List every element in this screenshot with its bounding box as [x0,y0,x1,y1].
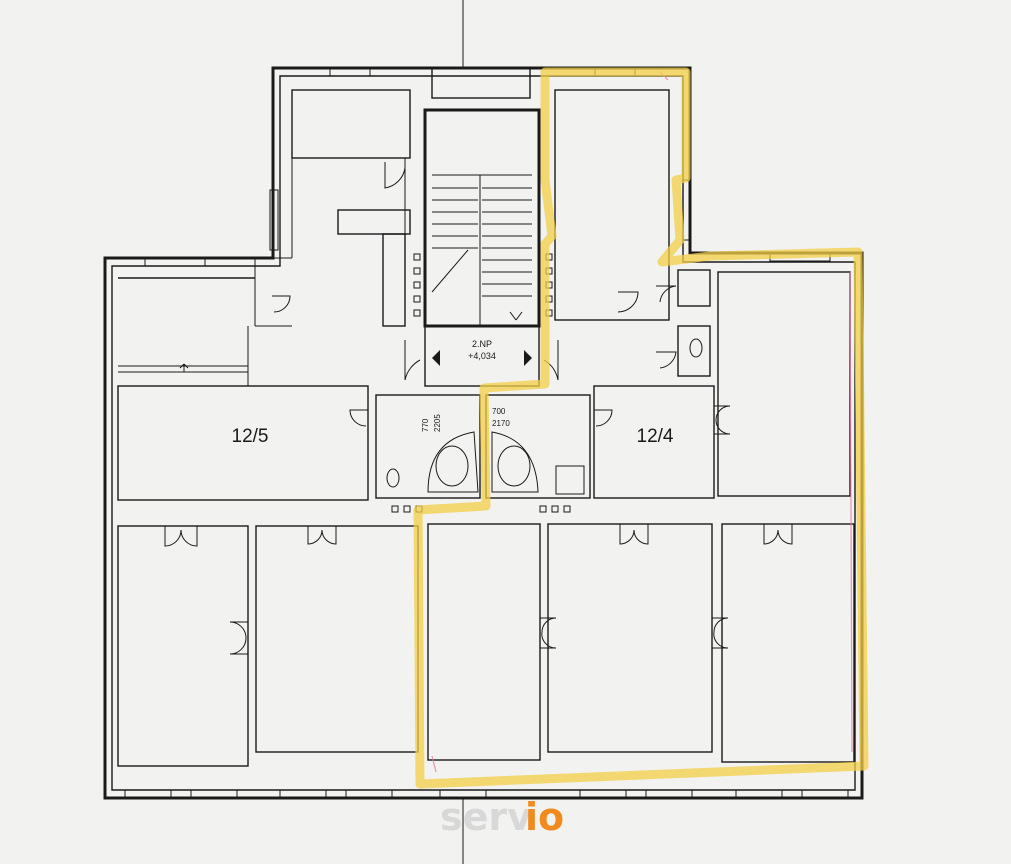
stair-core [423,67,541,328]
service-block [254,89,411,327]
room-12-4-hall [593,385,715,499]
wc-right [677,325,711,377]
room-bottom-1 [117,525,249,767]
floor-label: 2.NP [472,339,492,349]
level-label: +4,034 [468,351,496,361]
svg-text:io: io [525,795,564,839]
svg-text:serv: serv [440,795,532,839]
room-bottom-5 [721,523,855,763]
unit-highlight [413,67,869,789]
landing-arrow-left [432,350,440,366]
shower-right [555,465,585,495]
unit-label-12-5: 12/5 [232,426,269,447]
dim-left-w: 770 [421,418,430,432]
dim-left-h: 2205 [433,414,442,432]
dim-right-h: 2170 [492,419,510,428]
logo: serv io [440,795,564,839]
tub-left-inner [435,445,469,487]
room-12-5-hall [117,385,369,501]
bathroom-left [375,394,481,499]
dim-right-w: 700 [492,407,506,416]
room-bottom-3 [427,523,541,761]
door-swings [164,162,793,655]
toilet-right [689,338,703,358]
room-bottom-2 [255,525,419,753]
tub-right-inner [497,445,531,487]
tub-right [491,431,539,493]
closet-right [677,269,711,307]
toilet-left [386,468,400,488]
unit-label-12-4: 12/4 [637,426,674,447]
room-bottom-4 [547,523,713,753]
room-right-upper [717,271,851,497]
landing-arrow-right [524,350,532,366]
tub-left [427,431,479,493]
room-top-right [554,89,670,321]
